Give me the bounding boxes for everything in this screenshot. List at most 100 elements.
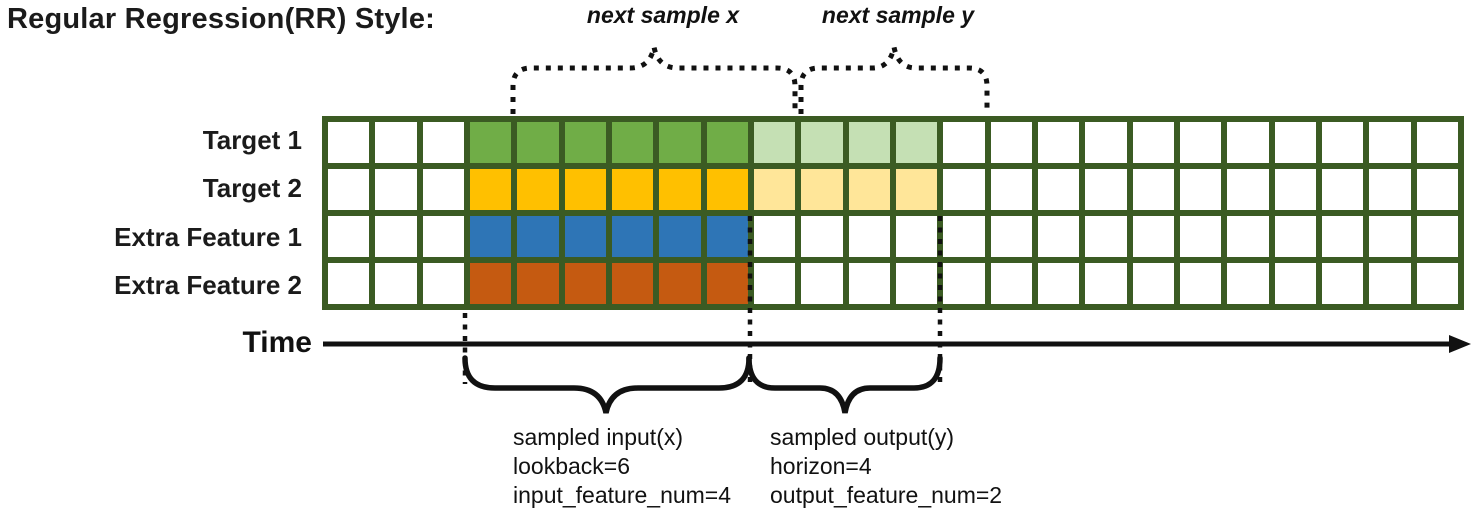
grid-cell-r2-c5 <box>517 169 559 210</box>
sampled-input-note: sampled input(x) lookback=6 input_featur… <box>513 423 731 510</box>
grid-cell-r3-c8 <box>659 216 701 257</box>
grid-cell-r4-c22 <box>1321 263 1364 304</box>
grid-cell-r1-c2 <box>375 122 417 163</box>
grid-cell-r1-c21 <box>1274 122 1316 163</box>
grid-cell-r1-c8 <box>659 122 701 163</box>
grid-cell-r1-c15 <box>990 122 1032 163</box>
grid-cell-r3-c15 <box>990 216 1032 257</box>
sampled-output-note: sampled output(y) horizon=4 output_featu… <box>770 423 1002 510</box>
grid-cell-r1-c11 <box>801 122 843 163</box>
grid-cell-r4-c4 <box>469 263 512 304</box>
grid-cell-r3-c13 <box>895 216 938 257</box>
row-labels: Target 1 Target 2 Extra Feature 1 Extra Fea… <box>0 116 312 310</box>
grid-cell-r2-c7 <box>611 169 654 210</box>
grid-cell-r2-c24 <box>1416 169 1458 210</box>
row-label-1: Target 1 <box>202 124 302 155</box>
grid-cell-r4-c6 <box>564 263 606 304</box>
grid-cell-r2-c12 <box>848 169 890 210</box>
grid-cell-r1-c3 <box>422 122 464 163</box>
grid-cell-r1-c10 <box>753 122 796 163</box>
grid-cell-r1-c7 <box>611 122 654 163</box>
sampled-output-title: sampled output(y) <box>770 424 955 450</box>
grid-cell-r3-c20 <box>1227 216 1269 257</box>
grid-cell-r2-c4 <box>469 169 512 210</box>
grid-cell-r4-c1 <box>328 263 370 304</box>
grid-cell-r2-c3 <box>422 169 464 210</box>
grid-cell-r1-c12 <box>848 122 890 163</box>
grid-cell-r2-c21 <box>1274 169 1316 210</box>
grid-cell-r4-c18 <box>1132 263 1174 304</box>
time-axis-label: Time <box>242 326 312 359</box>
grid-cell-r2-c17 <box>1085 169 1127 210</box>
input-feature-num-value: input_feature_num=4 <box>513 482 732 508</box>
grid-cell-r3-c5 <box>517 216 559 257</box>
grid-cell-r3-c9 <box>706 216 748 257</box>
grid-cell-r3-c10 <box>753 216 796 257</box>
grid-cell-r3-c11 <box>801 216 843 257</box>
grid-cell-r2-c8 <box>659 169 701 210</box>
grid-cell-r4-c15 <box>990 263 1032 304</box>
grid-cell-r2-c15 <box>990 169 1032 210</box>
grid-cell-r4-c10 <box>753 263 796 304</box>
grid-cell-r4-c24 <box>1416 263 1458 304</box>
grid-cell-r1-c13 <box>895 122 938 163</box>
grid-cell-r1-c18 <box>1132 122 1174 163</box>
time-axis-arrowhead <box>1449 335 1471 353</box>
row-label-2: Target 2 <box>202 173 302 204</box>
grid-cell-r1-c23 <box>1369 122 1411 163</box>
grid-cell-r4-c11 <box>801 263 843 304</box>
grid-cell-r1-c4 <box>469 122 512 163</box>
sampled-input-title: sampled input(x) <box>513 424 684 450</box>
grid-cell-r2-c6 <box>564 169 606 210</box>
grid-cell-r2-c22 <box>1321 169 1364 210</box>
grid-cell-r2-c23 <box>1369 169 1411 210</box>
grid-cell-r3-c23 <box>1369 216 1411 257</box>
grid-cell-r4-c7 <box>611 263 654 304</box>
grid-cell-r2-c16 <box>1037 169 1080 210</box>
grid-cell-r3-c4 <box>469 216 512 257</box>
sampled-input-brace <box>462 355 752 414</box>
grid-cell-r1-c5 <box>517 122 559 163</box>
grid-cell-r3-c18 <box>1132 216 1174 257</box>
grid-cell-r4-c3 <box>422 263 464 304</box>
grid-cell-r4-c13 <box>895 263 938 304</box>
grid-cell-r1-c17 <box>1085 122 1127 163</box>
sample-grid <box>322 116 1464 310</box>
grid-cell-r3-c17 <box>1085 216 1127 257</box>
grid-cell-r4-c17 <box>1085 263 1127 304</box>
grid-cell-r4-c14 <box>943 263 985 304</box>
grid-cell-r1-c20 <box>1227 122 1269 163</box>
grid-cell-r4-c8 <box>659 263 701 304</box>
grid-cell-r4-c16 <box>1037 263 1080 304</box>
grid-cell-r4-c5 <box>517 263 559 304</box>
grid-cell-r2-c14 <box>943 169 985 210</box>
grid-cell-r4-c23 <box>1369 263 1411 304</box>
row-label-4: Extra Feature 2 <box>114 270 302 301</box>
grid-cell-r2-c11 <box>801 169 843 210</box>
grid-cell-r1-c9 <box>706 122 748 163</box>
grid-cell-r1-c6 <box>564 122 606 163</box>
grid-cell-r4-c2 <box>375 263 417 304</box>
next-sample-x-brace <box>510 46 798 114</box>
grid-cell-r1-c16 <box>1037 122 1080 163</box>
grid-cell-r4-c9 <box>706 263 748 304</box>
grid-cell-r3-c14 <box>943 216 985 257</box>
grid-cell-r4-c12 <box>848 263 890 304</box>
next-sample-y-label: next sample y <box>821 2 975 28</box>
next-sample-y-brace <box>798 46 990 114</box>
grid-cell-r4-c20 <box>1227 263 1269 304</box>
grid-cell-r3-c24 <box>1416 216 1458 257</box>
grid-cell-r4-c21 <box>1274 263 1316 304</box>
sampled-output-brace <box>746 355 943 414</box>
grid-cell-r3-c12 <box>848 216 890 257</box>
grid-cell-r1-c19 <box>1179 122 1222 163</box>
page-title: Regular Regression(RR) Style: <box>7 3 435 35</box>
grid-cell-r2-c19 <box>1179 169 1222 210</box>
grid-cell-r1-c14 <box>943 122 985 163</box>
grid-cell-r3-c3 <box>422 216 464 257</box>
grid-cell-r3-c2 <box>375 216 417 257</box>
grid-cell-r1-c1 <box>328 122 370 163</box>
grid-cell-r1-c22 <box>1321 122 1364 163</box>
row-label-3: Extra Feature 1 <box>114 221 302 252</box>
grid-cell-r1-c24 <box>1416 122 1458 163</box>
